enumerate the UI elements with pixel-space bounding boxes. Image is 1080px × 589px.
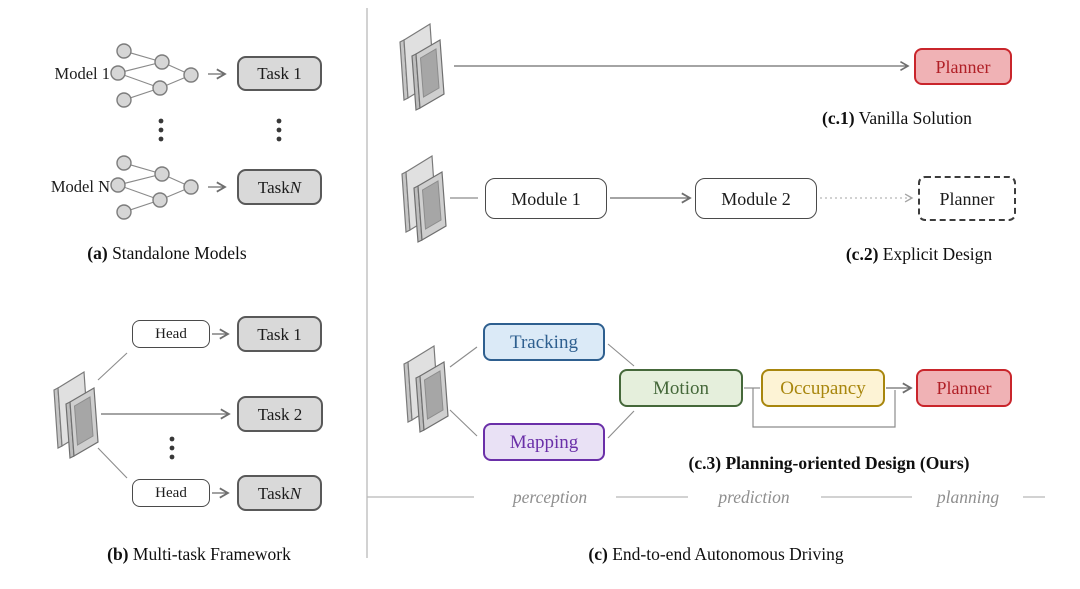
planner-box-c3: Planner bbox=[916, 369, 1012, 407]
branch-line bbox=[449, 409, 478, 437]
branch-line bbox=[607, 343, 635, 367]
caption-c3: (c.3) Planning-oriented Design (Ours) bbox=[688, 453, 970, 473]
backbone-icon bbox=[399, 23, 445, 111]
branch-line bbox=[449, 346, 478, 368]
vertical-ellipsis-icon bbox=[158, 118, 164, 142]
panel-a-task-1-box: Task 1 bbox=[237, 56, 322, 91]
vertical-ellipsis-icon bbox=[276, 118, 282, 142]
caption-c1: (c.1) Vanilla Solution bbox=[822, 108, 972, 128]
model-1-label: Model 1 bbox=[54, 64, 110, 83]
caption-c2: (c.2) Explicit Design bbox=[845, 244, 993, 264]
panel-b-task-n-box: Task N bbox=[237, 475, 322, 511]
backbone-icon bbox=[53, 371, 99, 459]
branch-line bbox=[97, 447, 128, 479]
mapping-box: Mapping bbox=[483, 423, 605, 461]
stage-prediction: prediction bbox=[718, 487, 790, 507]
caption-b: (b) Multi-task Framework bbox=[107, 544, 291, 564]
backbone-icon bbox=[401, 155, 447, 243]
bypass-line bbox=[752, 388, 896, 428]
planner-box-c1: Planner bbox=[914, 48, 1012, 85]
module-2-box: Module 2 bbox=[695, 178, 817, 219]
vertical-ellipsis-icon bbox=[169, 436, 175, 460]
head-box-2: Head bbox=[132, 479, 210, 507]
branch-line bbox=[607, 410, 635, 439]
panel-b-task-2-box: Task 2 bbox=[237, 396, 323, 432]
module-1-box: Module 1 bbox=[485, 178, 607, 219]
tracking-box: Tracking bbox=[483, 323, 605, 361]
caption-c: (c) End-to-end Autonomous Driving bbox=[588, 544, 844, 564]
backbone-icon bbox=[403, 345, 449, 433]
occupancy-box: Occupancy bbox=[761, 369, 885, 407]
stage-perception: perception bbox=[512, 487, 588, 507]
neural-network-icon bbox=[110, 43, 199, 108]
head-box-1: Head bbox=[132, 320, 210, 348]
model-n-label: Model N bbox=[50, 177, 110, 196]
caption-a: (a) Standalone Models bbox=[87, 243, 247, 263]
branch-line bbox=[97, 352, 128, 381]
neural-network-icon bbox=[110, 155, 199, 220]
panel-a-task-n-box: Task N bbox=[237, 169, 322, 205]
stage-planning: planning bbox=[936, 487, 1000, 507]
panel-b-task-1-box: Task 1 bbox=[237, 316, 322, 352]
motion-box: Motion bbox=[619, 369, 743, 407]
planner-box-c2: Planner bbox=[918, 176, 1016, 221]
